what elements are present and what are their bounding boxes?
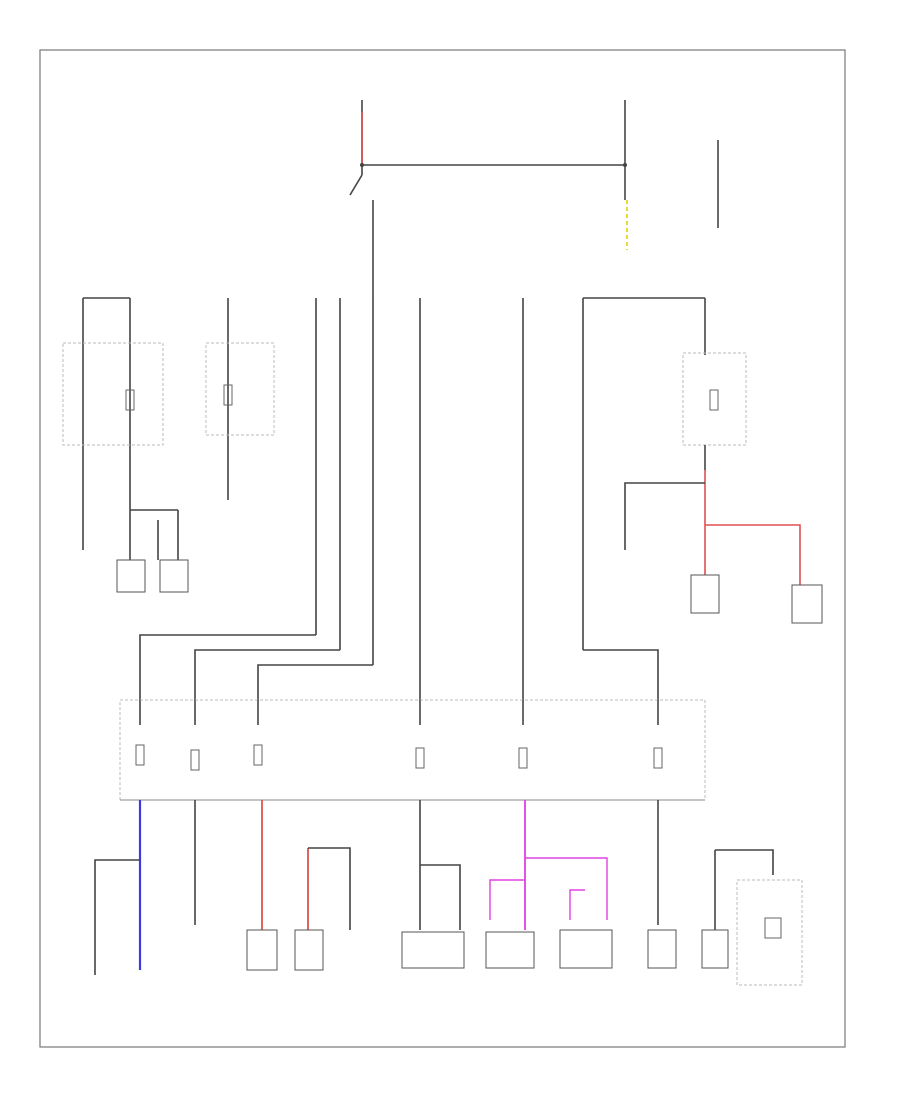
fuse-5 bbox=[190, 749, 200, 771]
connector-2 bbox=[294, 929, 324, 971]
blue-wire-ground bbox=[94, 859, 140, 975]
red-output-link bbox=[308, 847, 351, 930]
fuse-3 bbox=[709, 389, 719, 411]
lower-fuse-block bbox=[119, 699, 706, 801]
component-box-c bbox=[690, 574, 720, 614]
connector-1 bbox=[246, 929, 278, 971]
fuse-box-2 bbox=[205, 342, 275, 436]
ground-wire bbox=[624, 482, 705, 550]
upper-right-wire-down bbox=[583, 649, 659, 700]
fuse-box-1 bbox=[62, 342, 164, 446]
bus-junction-left bbox=[360, 163, 364, 167]
output-wire-7 bbox=[715, 849, 774, 875]
fuse-8 bbox=[518, 747, 528, 769]
red-feed-2 bbox=[705, 524, 801, 585]
magenta-wire-branch-3 bbox=[569, 889, 585, 920]
fuse-box-main bbox=[119, 699, 706, 801]
trunk-wires bbox=[139, 298, 524, 700]
upper-right-section bbox=[582, 297, 823, 700]
bottom-connectors bbox=[246, 929, 729, 971]
fuse-6 bbox=[253, 744, 263, 766]
fuse-4 bbox=[135, 744, 145, 766]
fuse-box-3 bbox=[682, 352, 747, 446]
fuse-2 bbox=[223, 384, 233, 406]
output-wire-4-branch bbox=[420, 864, 461, 930]
fuse-7 bbox=[415, 747, 425, 769]
magenta-wire-branch-1 bbox=[525, 857, 608, 920]
top-supply-section bbox=[349, 100, 719, 300]
connector-6 bbox=[647, 929, 677, 969]
connector-7 bbox=[701, 929, 729, 969]
diagram-border bbox=[39, 49, 846, 1048]
connector-3 bbox=[401, 931, 465, 969]
relay-coil bbox=[764, 917, 782, 939]
fuse-9 bbox=[653, 747, 663, 769]
upper-left-section bbox=[62, 297, 275, 593]
component-box-d bbox=[791, 584, 823, 624]
component-box-a bbox=[116, 559, 146, 593]
routed-wire-3 bbox=[257, 664, 373, 700]
connector-4 bbox=[485, 931, 535, 969]
bus-junction-right bbox=[623, 163, 627, 167]
fuse-1 bbox=[125, 389, 135, 411]
magenta-wire-branch-2 bbox=[489, 879, 525, 920]
routed-wire-2 bbox=[194, 649, 340, 700]
relay-box bbox=[736, 879, 803, 986]
ignition-switch-blade bbox=[349, 174, 363, 196]
connector-5 bbox=[559, 929, 613, 969]
routed-wire-1 bbox=[139, 634, 316, 700]
component-box-b bbox=[159, 559, 189, 593]
lower-outputs bbox=[94, 800, 803, 986]
